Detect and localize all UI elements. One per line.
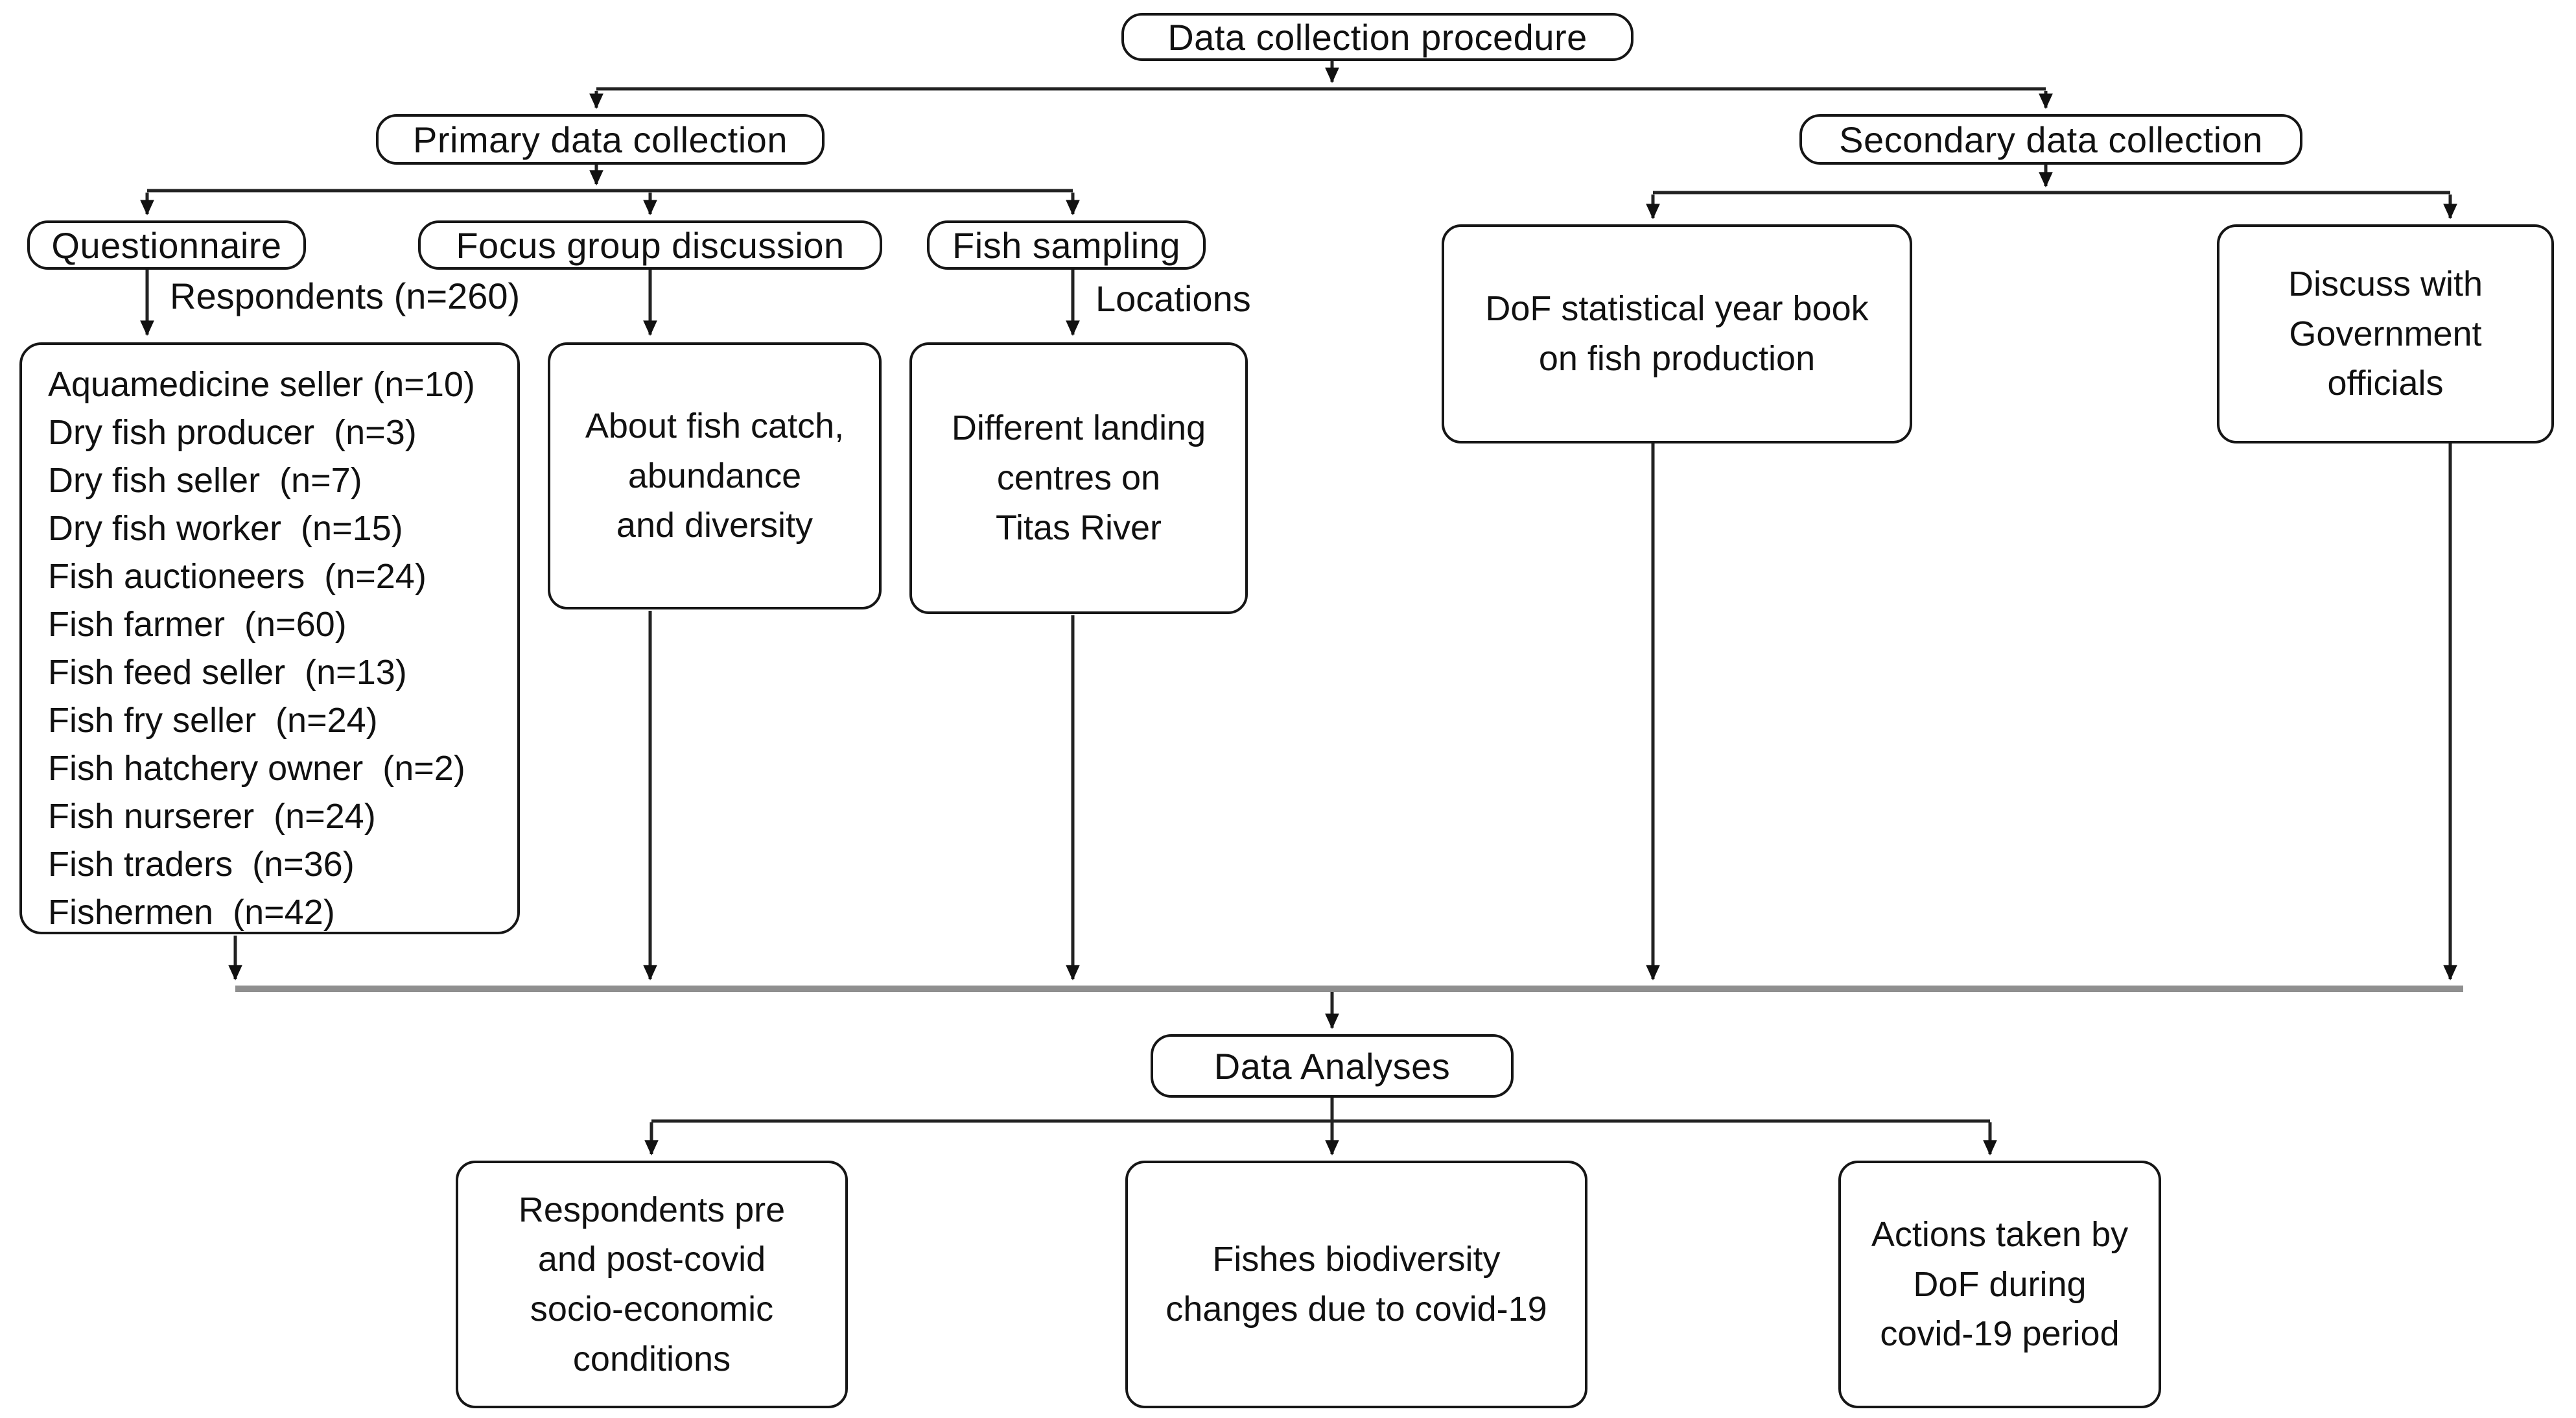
respondent-item: Dry fish producer (n=3): [48, 413, 417, 452]
node-output-socioeconomic: Respondents pre and post-covid socio-eco…: [456, 1161, 848, 1408]
respondent-item: Fish hatchery owner (n=2): [48, 749, 465, 788]
node-primary-data-collection: Primary data collection: [376, 114, 825, 165]
respondent-item: Fish fry seller (n=24): [48, 701, 378, 740]
node-about-fish-catch: About fish catch, abundance and diversit…: [548, 342, 882, 609]
respondents-box: Aquamedicine seller (n=10) Dry fish produ…: [19, 342, 520, 934]
node-data-collection-procedure: Data collection procedure: [1121, 13, 1633, 61]
node-dof-yearbook: DoF statistical year book on fish produc…: [1442, 224, 1912, 443]
node-government-officials: Discuss with Government officials: [2217, 224, 2554, 443]
edge-label-locations: Locations: [1095, 278, 1251, 319]
respondent-item: Fish farmer (n=60): [48, 605, 347, 644]
respondent-item: Fish auctioneers (n=24): [48, 557, 427, 596]
respondent-item: Aquamedicine seller (n=10): [48, 365, 475, 404]
respondent-item: Fishermen (n=42): [48, 893, 335, 932]
node-fish-sampling: Fish sampling: [927, 220, 1206, 270]
node-output-biodiversity: Fishes biodiversity changes due to covid…: [1125, 1161, 1587, 1408]
respondent-item: Fish feed seller (n=13): [48, 653, 407, 692]
node-questionnaire: Questionnaire: [27, 220, 306, 270]
node-landing-centres: Different landing centres on Titas River: [909, 342, 1248, 614]
respondent-item: Fish nurserer (n=24): [48, 797, 376, 836]
node-data-analyses: Data Analyses: [1151, 1034, 1514, 1098]
respondent-item: Dry fish seller (n=7): [48, 461, 362, 500]
respondent-item: Dry fish worker (n=15): [48, 509, 403, 548]
edge-label-respondents: Respondents (n=260): [170, 276, 521, 316]
node-output-dof-actions: Actions taken by DoF during covid-19 per…: [1838, 1161, 2161, 1408]
node-secondary-data-collection: Secondary data collection: [1799, 114, 2302, 165]
respondent-item: Fish traders (n=36): [48, 845, 355, 884]
node-focus-group-discussion: Focus group discussion: [418, 220, 882, 270]
